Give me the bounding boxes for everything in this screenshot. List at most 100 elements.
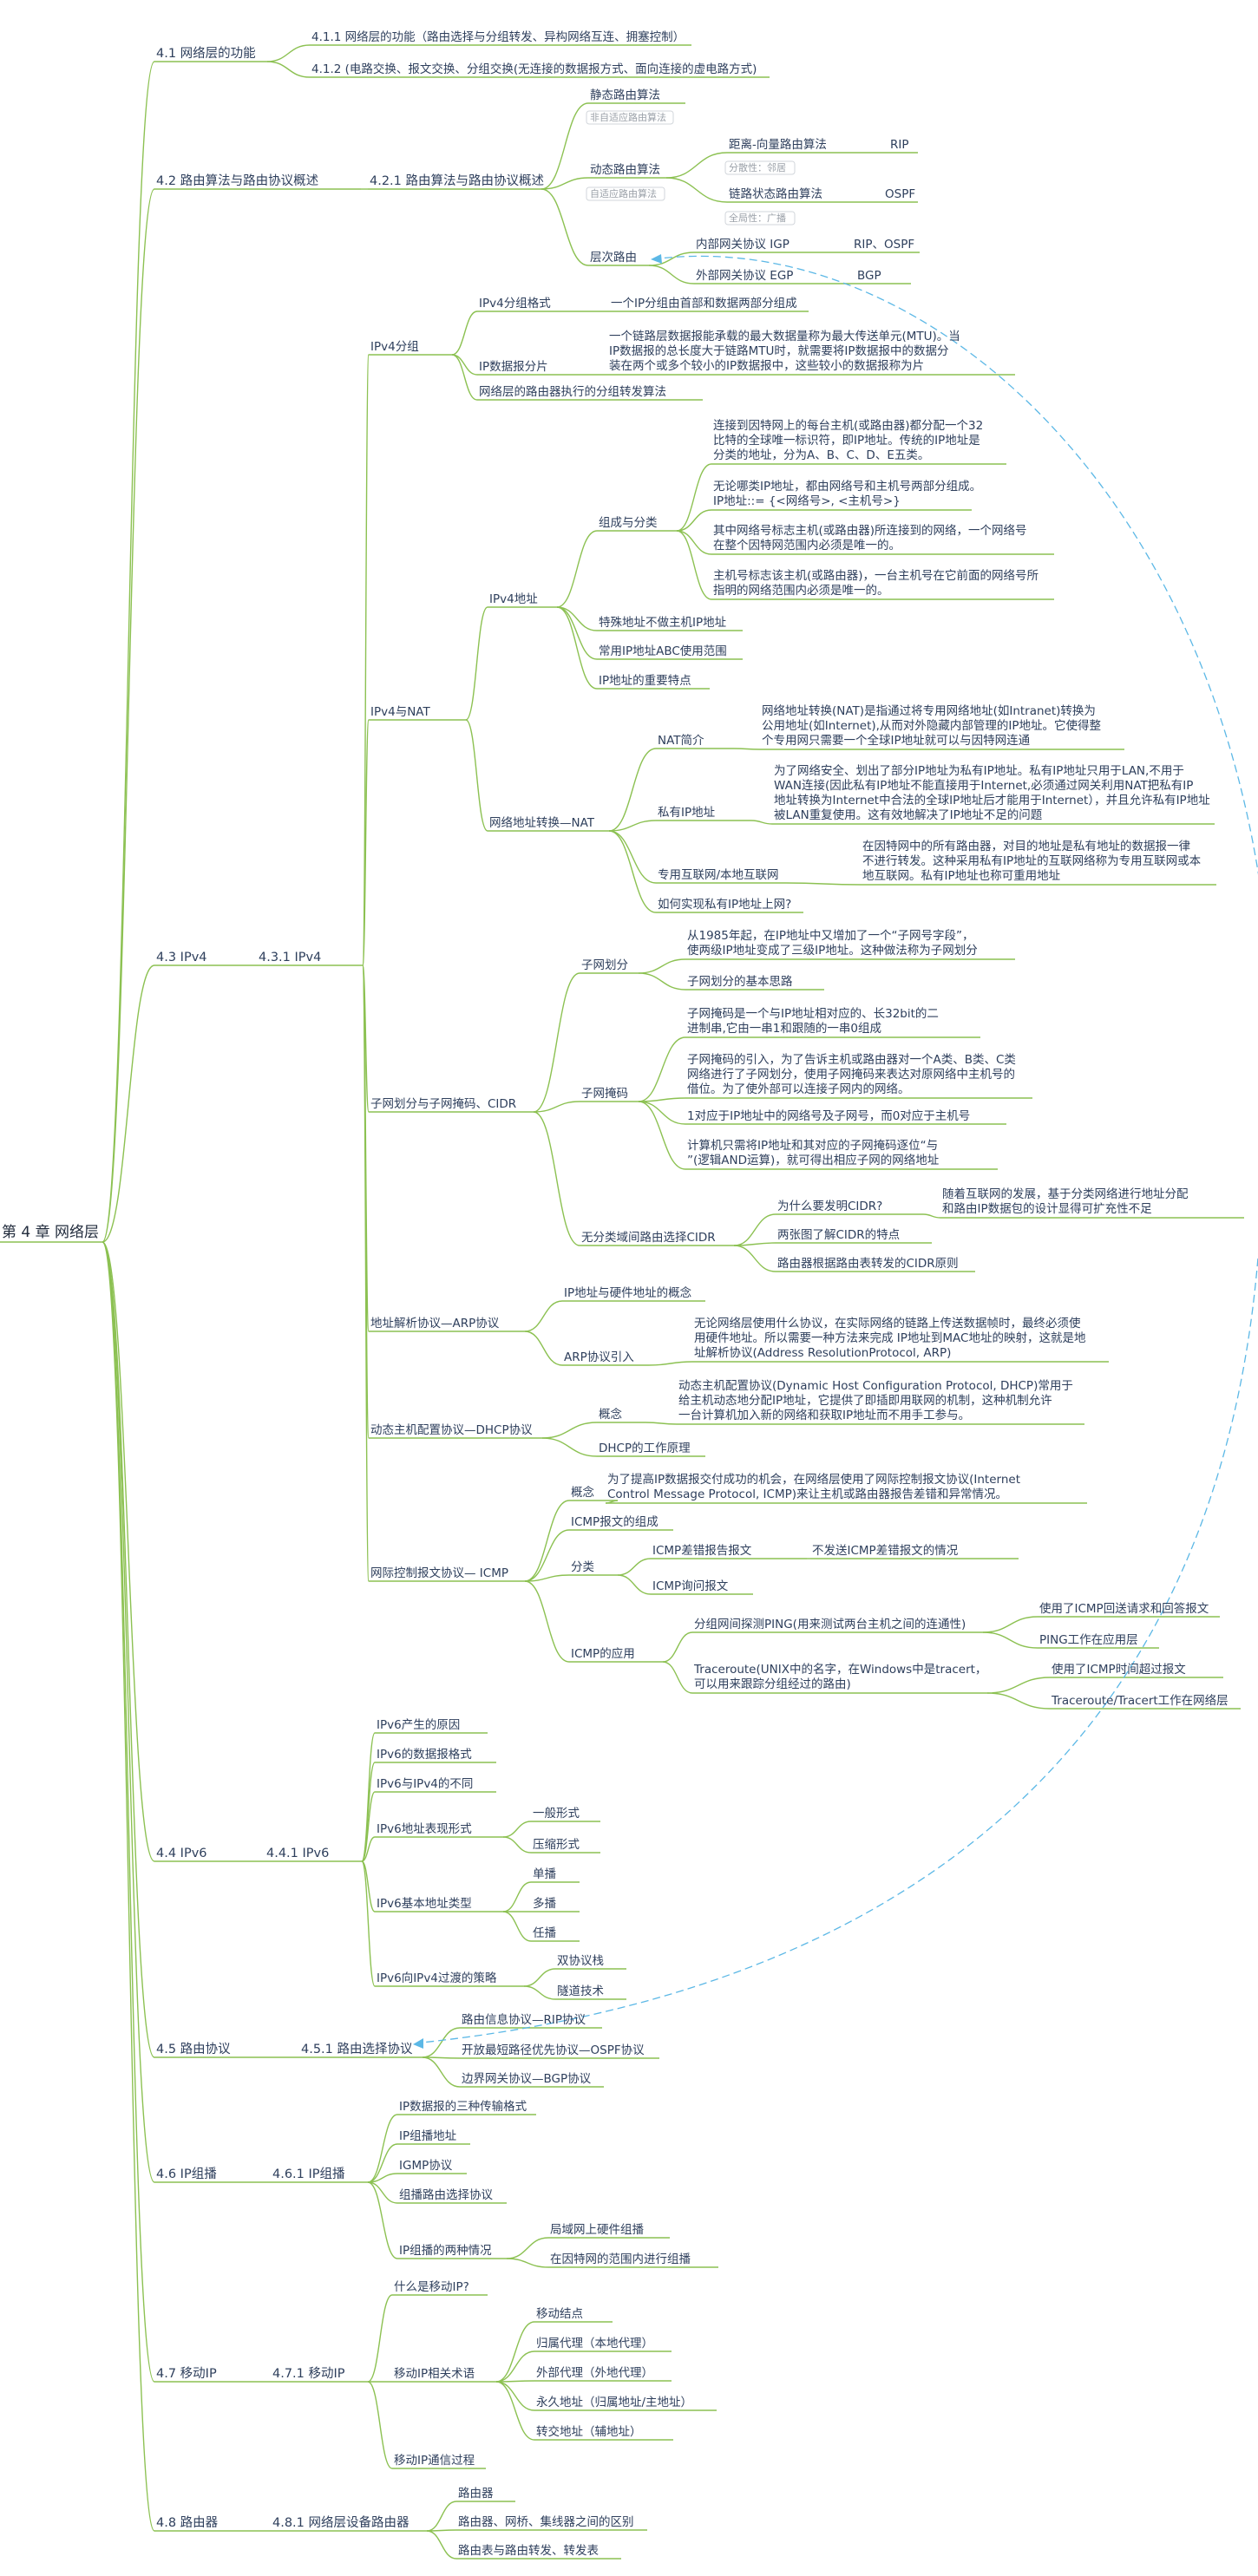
branch-curve — [102, 1241, 155, 2532]
branch-curve — [362, 719, 370, 966]
node-icmp-comp: ICMP报文的组成 — [571, 1515, 658, 1529]
node-ipv4-fmt-d: 一个IP分组由首部和数据两部分组成 — [611, 297, 797, 311]
branch-curve — [676, 530, 712, 555]
node-special: 特殊地址不做主机IP地址 — [599, 616, 726, 630]
node-arp: 地址解析协议—ARP协议 — [370, 1317, 500, 1330]
node-mask-d1a: 子网掩码是一个与IP地址相对应的、长32bit的二 — [687, 1006, 939, 1021]
branch-curve — [648, 1361, 693, 1366]
node-hier: 层次路由 — [590, 251, 637, 265]
branch-curve — [638, 972, 686, 991]
branch-curve — [422, 2056, 461, 2088]
hint-box — [586, 186, 665, 201]
node-egp: 外部网关协议 EGP — [696, 269, 793, 283]
node-nat-d3: 个专用网只需要一个全球IP地址就可以与因特网连通 — [762, 733, 1031, 748]
node-feat: IP地址的重要特点 — [599, 674, 691, 688]
node-mip-comm: 移动IP通信过程 — [394, 2454, 475, 2468]
node-mask-d2a: 子网掩码的引入，为了告诉主机或路由器对一个A类、B类、C类 — [687, 1053, 1016, 1067]
branch-curve — [367, 2181, 398, 2204]
node-multi: 多播 — [533, 1896, 557, 1911]
node-pnet-d3: 地互联网。私有IP地址也称可重用地址 — [862, 869, 1060, 883]
branch-curve — [426, 2530, 457, 2560]
relation-arrow-tail — [413, 2038, 423, 2049]
branch-curve — [523, 1968, 556, 1987]
node-ping: 分组网间探测PING(用来测试两台主机之间的连通性) — [694, 1618, 966, 1631]
node-dhcp-w: DHCP的工作原理 — [599, 1442, 691, 1455]
branch-curve — [361, 1836, 376, 1862]
node-why-cidr: 为什么要发明CIDR? — [777, 1200, 882, 1213]
branch-curve — [982, 1631, 1039, 1649]
branch-curve — [733, 1245, 776, 1272]
branch-curve — [524, 1330, 563, 1366]
node-icmp-q: ICMP询问报文 — [652, 1579, 729, 1593]
branch-curve — [451, 354, 478, 401]
branch-curve — [533, 1101, 580, 1113]
branch-curve — [506, 2237, 549, 2259]
relation-curve — [421, 255, 1258, 2043]
node-home-agent: 归属代理（本地代理） — [536, 2336, 653, 2350]
node-ipv4-fmt: IPv4分组格式 — [479, 297, 551, 311]
node-sub-d1: 从1985年起，在IP地址中又增加了一个“子网号字段”， — [687, 929, 973, 943]
node-root: 第 4 章 网络层 — [2, 1224, 99, 1241]
node-s45: 4.5 路由协议 — [156, 2042, 231, 2056]
branch-curve — [102, 964, 155, 1243]
node-s41: 4.1 网络层的功能 — [156, 46, 256, 61]
node-dhcp: 动态主机配置协议—DHCP协议 — [370, 1423, 533, 1437]
node-rip: RIP — [890, 138, 909, 152]
node-tr-1: 使用了ICMP时间超过报文 — [1052, 1662, 1186, 1677]
node-c2-2: IP地址::= {<网络号>, <主机号>} — [713, 494, 901, 508]
node-mc-3: IP数据报的三种传输格式 — [399, 2100, 527, 2114]
branch-curve — [102, 1241, 155, 1862]
branch-curve — [638, 1101, 686, 1170]
node-dhcp-d1: 动态主机配置协议(Dynamic Host Configuration Prot… — [678, 1379, 1073, 1393]
node-rt: 路由器 — [458, 2487, 494, 2501]
node-icmp-cls: 分类 — [571, 1560, 594, 1574]
node-rt-tbl: 路由表与路由转发、转发表 — [458, 2544, 599, 2558]
node-ospf: OSPF — [885, 187, 915, 201]
branch-curve — [426, 2501, 457, 2532]
node-arp-i: ARP协议引入 — [564, 1350, 634, 1364]
branch-curve — [541, 188, 589, 266]
branch-curve — [617, 1574, 652, 1595]
node-s47: 4.7 移动IP — [156, 2366, 217, 2381]
branch-curve — [367, 2294, 393, 2383]
node-frag-d3: 装在两个或多个较小的IP数据报中，这些较小的数据报称为片 — [609, 358, 924, 373]
node-igmp: IGMP协议 — [399, 2159, 453, 2173]
node-pnet-d2: 不进行转发。这种采用私有IP地址的互联网络称为专用互联网或本 — [862, 853, 1202, 868]
branch-curve — [638, 1036, 686, 1102]
node-tr2: 可以用来跟踪分组经过的路由) — [694, 1677, 851, 1691]
hint-boxes — [586, 110, 796, 226]
node-why-cidr-d2: 和路由IP数据包的设计显得可扩充性不足 — [942, 1201, 1152, 1216]
node-cidr: 无分类域间路由选择CIDR — [581, 1231, 716, 1245]
hint-box — [586, 110, 674, 125]
node-mc-algo: 组播路由选择协议 — [399, 2188, 493, 2202]
node-tr-2: Traceroute/Tracert工作在网络层 — [1051, 1694, 1229, 1708]
node-any: 任播 — [533, 1926, 557, 1940]
node-rt-diff: 路由器、网桥、集线器之间的区别 — [458, 2515, 634, 2529]
node-s431: 4.3.1 IPv4 — [259, 951, 321, 964]
node-s46: 4.6 IP组播 — [156, 2167, 217, 2181]
node-icmp-d1: 为了提高IP数据报交付成功的机会，在网络层使用了网际控制报文协议(Interne… — [607, 1472, 1020, 1487]
node-subnet-cidr: 子网划分与子网掩码、CIDR — [370, 1097, 516, 1111]
node-mc-inet: 在因特网的范围内进行组播 — [550, 2252, 691, 2266]
branch-curve — [541, 1437, 598, 1457]
node-mnode: 移动结点 — [536, 2307, 583, 2321]
node-ls-hint: 全局性：广播 — [729, 212, 786, 224]
node-v6-comp: 压缩形式 — [533, 1838, 580, 1852]
node-mask-d3: 1对应于IP地址中的网络号及子网号，而0对应于主机号 — [687, 1108, 970, 1123]
branch-curve — [638, 1101, 686, 1125]
branch-curve — [451, 354, 478, 376]
branch-curve — [524, 1300, 563, 1332]
node-priv-d1: 为了网络安全、划出了部分IP地址为私有IP地址。私有IP地址只用于LAN,不用于 — [774, 763, 1184, 778]
branch-curve — [608, 830, 657, 913]
branch-curve — [676, 463, 712, 532]
node-dual: 双协议栈 — [557, 1954, 604, 1968]
branch-curve — [986, 1692, 1051, 1710]
node-icmp-app: ICMP的应用 — [571, 1646, 635, 1661]
node-dv: 距离-向量路由算法 — [729, 137, 827, 152]
node-p-ospf: 开放最短路径优先协议—OSPF协议 — [462, 2043, 645, 2057]
branch-curve — [533, 1111, 580, 1246]
branch-curve — [665, 152, 728, 179]
node-nat-intro: NAT简介 — [658, 733, 704, 748]
